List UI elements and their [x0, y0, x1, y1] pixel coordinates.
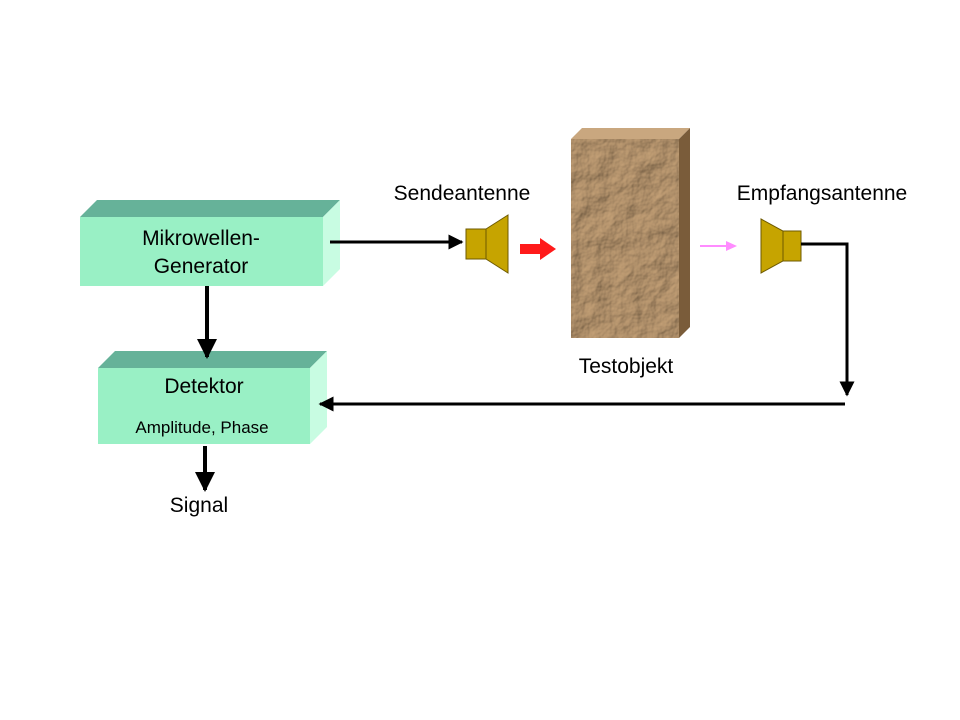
- detector-box: Detektor Amplitude, Phase: [98, 351, 327, 444]
- receive-antenna-feed: [782, 230, 802, 262]
- transmitted-wave-arrow: [520, 238, 556, 260]
- signal-label: Signal: [170, 494, 228, 517]
- generator-box-front: [80, 217, 323, 286]
- transmit-antenna-label: Sendeantenne: [394, 182, 531, 205]
- detector-box-top: [98, 351, 327, 368]
- test-object-top: [571, 128, 690, 139]
- transmit-antenna-horn: [485, 214, 509, 274]
- generator-label-line1: Mikrowellen-: [142, 227, 260, 250]
- detector-box-front: [98, 368, 310, 444]
- test-object-label: Testobjekt: [579, 355, 674, 378]
- generator-box-top: [80, 200, 340, 217]
- test-object-front-texture: [571, 139, 679, 338]
- received-wave-arrow: [700, 241, 737, 251]
- test-object: [571, 128, 690, 338]
- receive-antenna-icon: [760, 218, 802, 274]
- receive-antenna-return-line: [801, 242, 855, 397]
- generator-label-line2: Generator: [154, 255, 249, 278]
- generator-box: Mikrowellen- Generator: [80, 200, 340, 286]
- test-object-side: [679, 128, 690, 338]
- detector-title: Detektor: [164, 375, 243, 398]
- transmit-antenna-feed: [465, 228, 487, 260]
- receive-antenna-label: Empfangsantenne: [737, 182, 907, 205]
- transmit-antenna-icon: [465, 214, 509, 274]
- detector-subtitle: Amplitude, Phase: [135, 418, 268, 437]
- receive-antenna-horn: [760, 218, 784, 274]
